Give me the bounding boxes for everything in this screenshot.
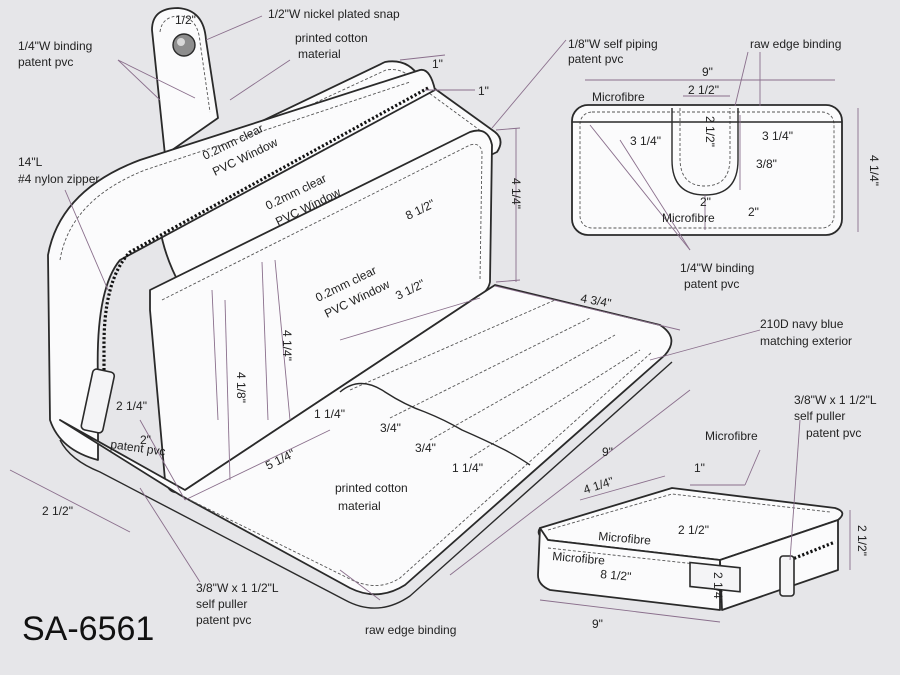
dim-1-1-4-a: 1 1/4" — [314, 407, 345, 421]
label-snap-size: 1/2" — [175, 13, 196, 27]
label-zipper-2: #4 nylon zipper — [18, 172, 99, 186]
label-binding-mid-2: patent pvc — [684, 277, 739, 291]
dim-3-4-b: 3/4" — [415, 441, 436, 455]
callout-labels: 1/2"W nickel plated snap 1/2" 1/4"W bind… — [18, 7, 877, 637]
snap-tab-stitch — [159, 15, 211, 113]
closed-stitch-front — [547, 547, 715, 567]
label-puller-left-1: 3/8"W x 1 1/2"L — [196, 581, 279, 595]
label-self-piping-2: patent pvc — [568, 52, 623, 66]
closed-snap-tab — [689, 561, 741, 593]
dim-9-closed: 9" — [592, 617, 603, 631]
label-binding-mid-1: 1/4"W binding — [680, 261, 754, 275]
dim-4-1-4-right: 4 1/4" — [867, 155, 881, 186]
middle-panel-stitch — [161, 143, 483, 301]
label-binding-left-1: 1/4"W binding — [18, 39, 92, 53]
label-zipper-1: 14"L — [18, 155, 43, 169]
closed-zipper — [789, 540, 836, 562]
label-cotton-bottom-2: material — [338, 499, 381, 513]
slot-line-4 — [469, 349, 641, 459]
label-self-piping-1: 1/8"W self piping — [568, 37, 658, 51]
dim-1in-closed: 1" — [694, 461, 705, 475]
slot-line-1 — [349, 299, 556, 391]
label-cotton-top-1: printed cotton — [295, 31, 368, 45]
dim-1-1-4-b: 1 1/4" — [452, 461, 483, 475]
dim-2-1-2-vert: 2 1/2" — [703, 116, 717, 147]
dim-9-top: 9" — [702, 65, 713, 79]
panel-div-2 — [261, 261, 269, 421]
zipper-gusset — [47, 68, 436, 461]
dim-9-main: 9" — [602, 445, 613, 459]
label-microfibre-top: Microfibre — [598, 529, 652, 548]
label-binding-left-2: patent pvc — [18, 55, 73, 69]
label-cotton-top-2: material — [298, 47, 341, 61]
microfibre-pocket-stitch — [679, 108, 731, 187]
label-exterior-1: 210D navy blue — [760, 317, 844, 331]
dim-2in-left: 2" — [140, 433, 151, 447]
interior-flat-stitch — [579, 111, 835, 229]
label-microfibre-panel: Microfibre — [662, 211, 715, 225]
zipper-puller-right — [779, 555, 795, 597]
label-puller-right-2: self puller — [794, 409, 845, 423]
dim-2-1-2-left: 2 1/2" — [42, 504, 73, 518]
dim-2-1-2-top: 2 1/2" — [688, 83, 719, 97]
zipper-puller-left — [80, 368, 116, 434]
panel-div-1 — [211, 289, 219, 421]
dim-2-1-4-closed: 2 1/4" — [711, 572, 725, 603]
interior-flat-panel — [571, 104, 843, 236]
dim-3-4-a: 3/4" — [380, 421, 401, 435]
dim-2-1-4: 2 1/4" — [116, 399, 147, 413]
label-raw-edge-bottom: raw edge binding — [365, 623, 456, 637]
dim-4-1-4-main: 4 1/4" — [509, 178, 523, 209]
dim-2-1-2-closed: 2 1/2" — [855, 525, 869, 556]
dim-8-1-2-closed: 8 1/2" — [600, 567, 632, 584]
zipper-track — [102, 86, 429, 385]
dim-4-1-4-closed: 4 1/4" — [582, 474, 616, 497]
dim-3-8: 3/8" — [756, 157, 777, 171]
snap-button-icon — [172, 33, 196, 57]
dim-1in-a: 1" — [432, 57, 443, 71]
label-puller-left-3: patent pvc — [196, 613, 251, 627]
closed-case-side — [719, 519, 839, 611]
slot-line-3 — [429, 334, 616, 441]
label-microfibre-closed: Microfibre — [705, 429, 758, 443]
label-puller-right-3: patent pvc — [806, 426, 861, 440]
dim-4-1-8: 4 1/8" — [234, 372, 248, 403]
label-microfibre-front: Microfibre — [552, 549, 606, 568]
dimension-lines — [9, 15, 859, 623]
label-puller-left-2: self puller — [196, 597, 247, 611]
dim-4-1-4-panel: 4 1/4" — [280, 330, 294, 361]
slot-line-2 — [389, 317, 591, 419]
dim-3-1-4-left: 3 1/4" — [630, 134, 661, 148]
label-exterior-2: matching exterior — [760, 334, 852, 348]
label-snap: 1/2"W nickel plated snap — [268, 7, 400, 21]
dim-2in-side: 2" — [748, 205, 759, 219]
label-raw-edge-top: raw edge binding — [750, 37, 841, 51]
closed-stitch-top — [547, 493, 831, 531]
dim-4-3-4: 4 3/4" — [579, 291, 612, 310]
label-microfibre-pocket: Microfibre — [592, 90, 645, 104]
label-cotton-bottom-1: printed cotton — [335, 481, 408, 495]
dim-1in-b: 1" — [478, 84, 489, 98]
label-puller-right-1: 3/8"W x 1 1/2"L — [794, 393, 877, 407]
slot-scallops — [339, 382, 531, 466]
dim-3-1-4-right: 3 1/4" — [762, 129, 793, 143]
snap-highlight — [177, 38, 185, 46]
dimension-labels: 1" 1" 4 1/4" 8 1/2" 3 1/2" 4 3/4" 4 1/4"… — [42, 57, 881, 631]
dim-2in-pocket: 2" — [700, 195, 711, 209]
model-code: SA-6561 — [22, 610, 154, 648]
tray-binding — [59, 361, 673, 609]
dim-2-1-2-tab: 2 1/2" — [678, 523, 709, 537]
tray-stitch — [189, 351, 653, 586]
